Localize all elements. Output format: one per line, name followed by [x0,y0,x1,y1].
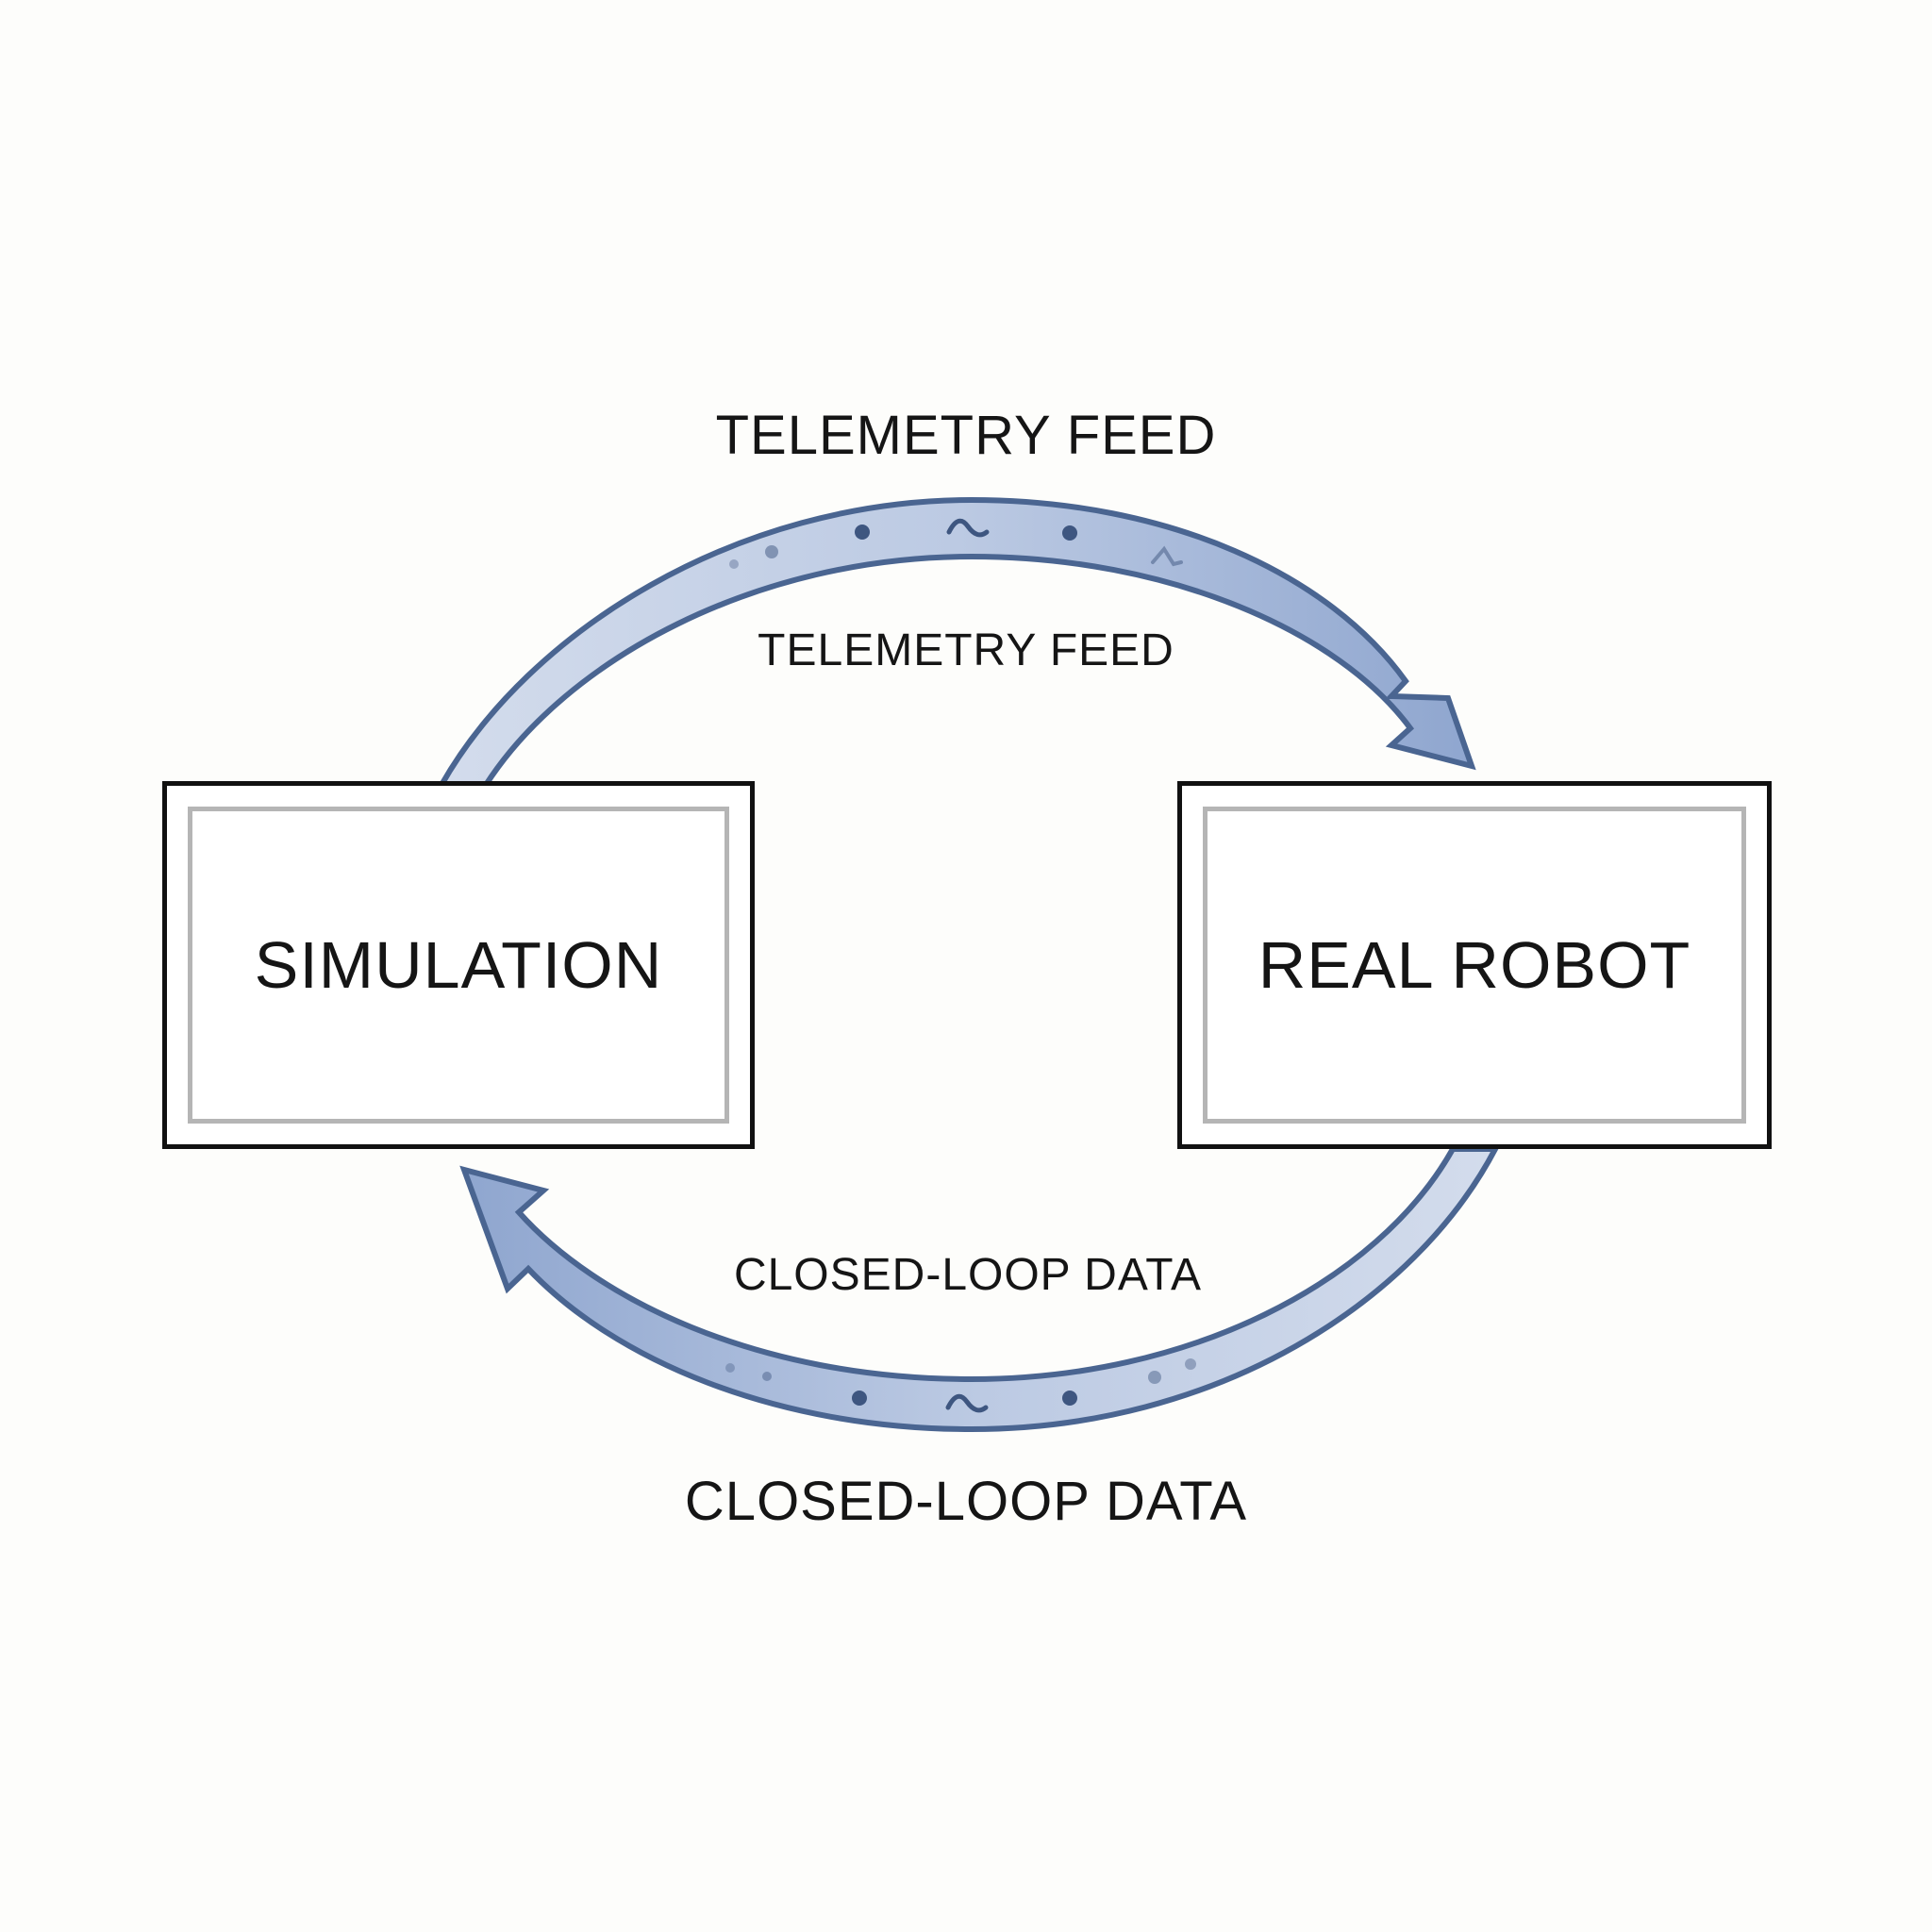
closed-loop-data-outer-label: CLOSED-LOOP DATA [684,1471,1248,1532]
closed-loop-markers [725,1358,1196,1413]
telemetry-feed-arrow [436,496,1476,788]
telemetry-feed-outer-label: TELEMETRY FEED [715,405,1217,466]
real-robot-node-inner-frame: REAL ROBOT [1203,807,1746,1124]
dot-icon [765,545,778,558]
closed-loop-data-arrow [459,1146,1500,1433]
dot-icon [1185,1358,1196,1370]
telemetry-arrow-body [436,496,1476,788]
spike-icon [1151,545,1183,567]
dot-icon [1062,525,1077,541]
real-robot-node-label: REAL ROBOT [1257,928,1691,1002]
closed-loop-data-inner-label: CLOSED-LOOP DATA [733,1250,1203,1300]
dot-icon [762,1372,772,1381]
real-robot-node: REAL ROBOT [1177,781,1772,1149]
telemetry-feed-inner-label: TELEMETRY FEED [758,625,1174,675]
simulation-node-inner-frame: SIMULATION [188,807,729,1124]
dot-icon [729,559,739,569]
wave-icon [946,518,990,538]
simulation-node: SIMULATION [162,781,755,1149]
dot-icon [725,1363,735,1373]
dot-icon [855,525,870,540]
closed-loop-arrow-body [459,1146,1500,1433]
simulation-node-label: SIMULATION [254,928,663,1002]
dot-icon [852,1391,867,1406]
dot-icon [1148,1371,1161,1384]
telemetry-markers [729,518,1183,569]
wave-icon [945,1393,989,1413]
dot-icon [1062,1391,1077,1406]
